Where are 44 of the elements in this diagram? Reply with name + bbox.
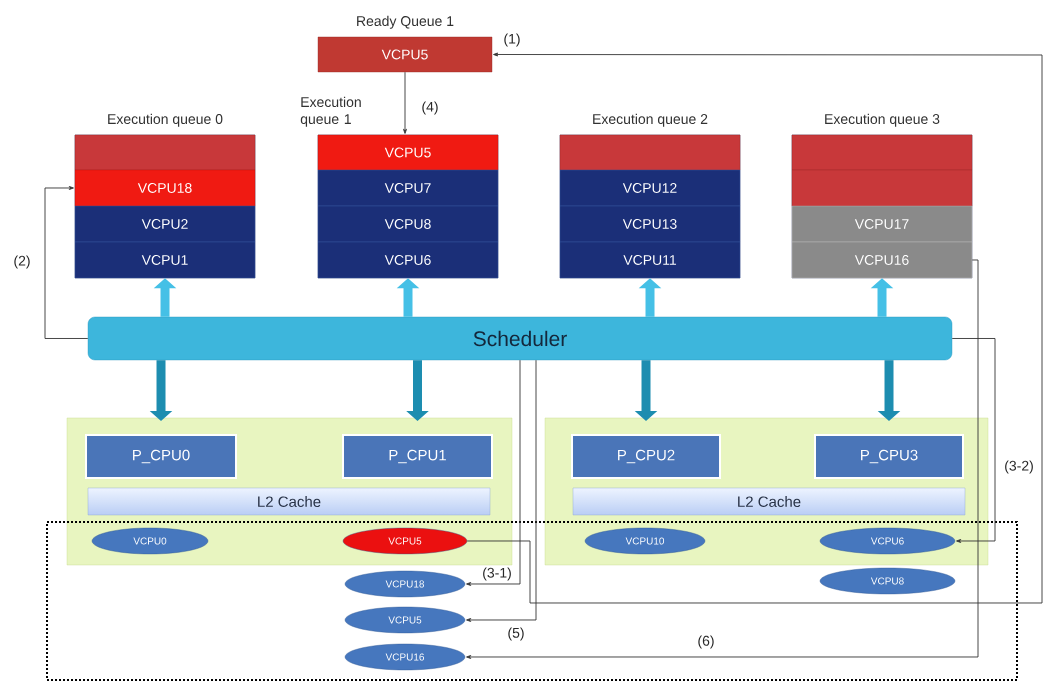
edge-label: (3-2) — [1003, 459, 1035, 475]
cpu-box: P_CPU1 — [342, 434, 493, 479]
arrow — [403, 71, 407, 134]
queue-slot: VCPU2 — [74, 205, 256, 243]
queue-slot: VCPU17 — [791, 205, 973, 243]
queue-slot: VCPU7 — [317, 169, 499, 207]
edge-label: (4) — [420, 100, 440, 116]
arrow — [466, 259, 979, 659]
edge-label: (1) — [502, 32, 522, 48]
edge-label: (6) — [696, 634, 716, 650]
empty-slot — [74, 134, 256, 171]
empty-slot — [791, 134, 973, 171]
arrow — [466, 359, 537, 622]
arrow — [951, 338, 996, 543]
arrow — [44, 186, 89, 339]
queue-slot: VCPU12 — [559, 169, 741, 207]
scheduler-bar: Scheduler — [87, 316, 953, 361]
edge-label: (5) — [506, 626, 526, 642]
arrow — [466, 52, 1043, 604]
queue-slot: VCPU18 — [74, 169, 256, 207]
queue-heading: Ready Queue 1 — [357, 15, 454, 29]
edge-label: (3-1) — [481, 566, 513, 582]
dotted-region — [46, 521, 1018, 681]
cpu-box: P_CPU0 — [85, 434, 237, 479]
empty-slot — [559, 134, 741, 171]
empty-slot — [791, 169, 973, 207]
queue-slot: VCPU13 — [559, 205, 741, 243]
queue-heading: Execution queue 2 — [593, 113, 708, 127]
queue-heading: Execution queue 3 — [825, 113, 940, 127]
queue-heading: Execution queue 0 — [108, 113, 223, 127]
cache-bar: L2 Cache — [87, 487, 491, 516]
queue-slot: VCPU1 — [74, 241, 256, 279]
arrow — [466, 359, 521, 586]
edge-label: (2) — [12, 254, 32, 270]
queue-heading: Execution queue 1 — [300, 96, 361, 127]
queue-slot: VCPU6 — [317, 241, 499, 279]
queue-slot: VCPU8 — [317, 205, 499, 243]
queue-slot: VCPU5 — [317, 134, 499, 171]
queue-slot: VCPU5 — [317, 36, 493, 73]
queue-slot: VCPU11 — [559, 241, 741, 279]
cache-bar: L2 Cache — [572, 487, 966, 516]
cpu-box: P_CPU2 — [571, 434, 721, 479]
cpu-box: P_CPU3 — [814, 434, 964, 479]
queue-slot: VCPU16 — [791, 241, 973, 279]
